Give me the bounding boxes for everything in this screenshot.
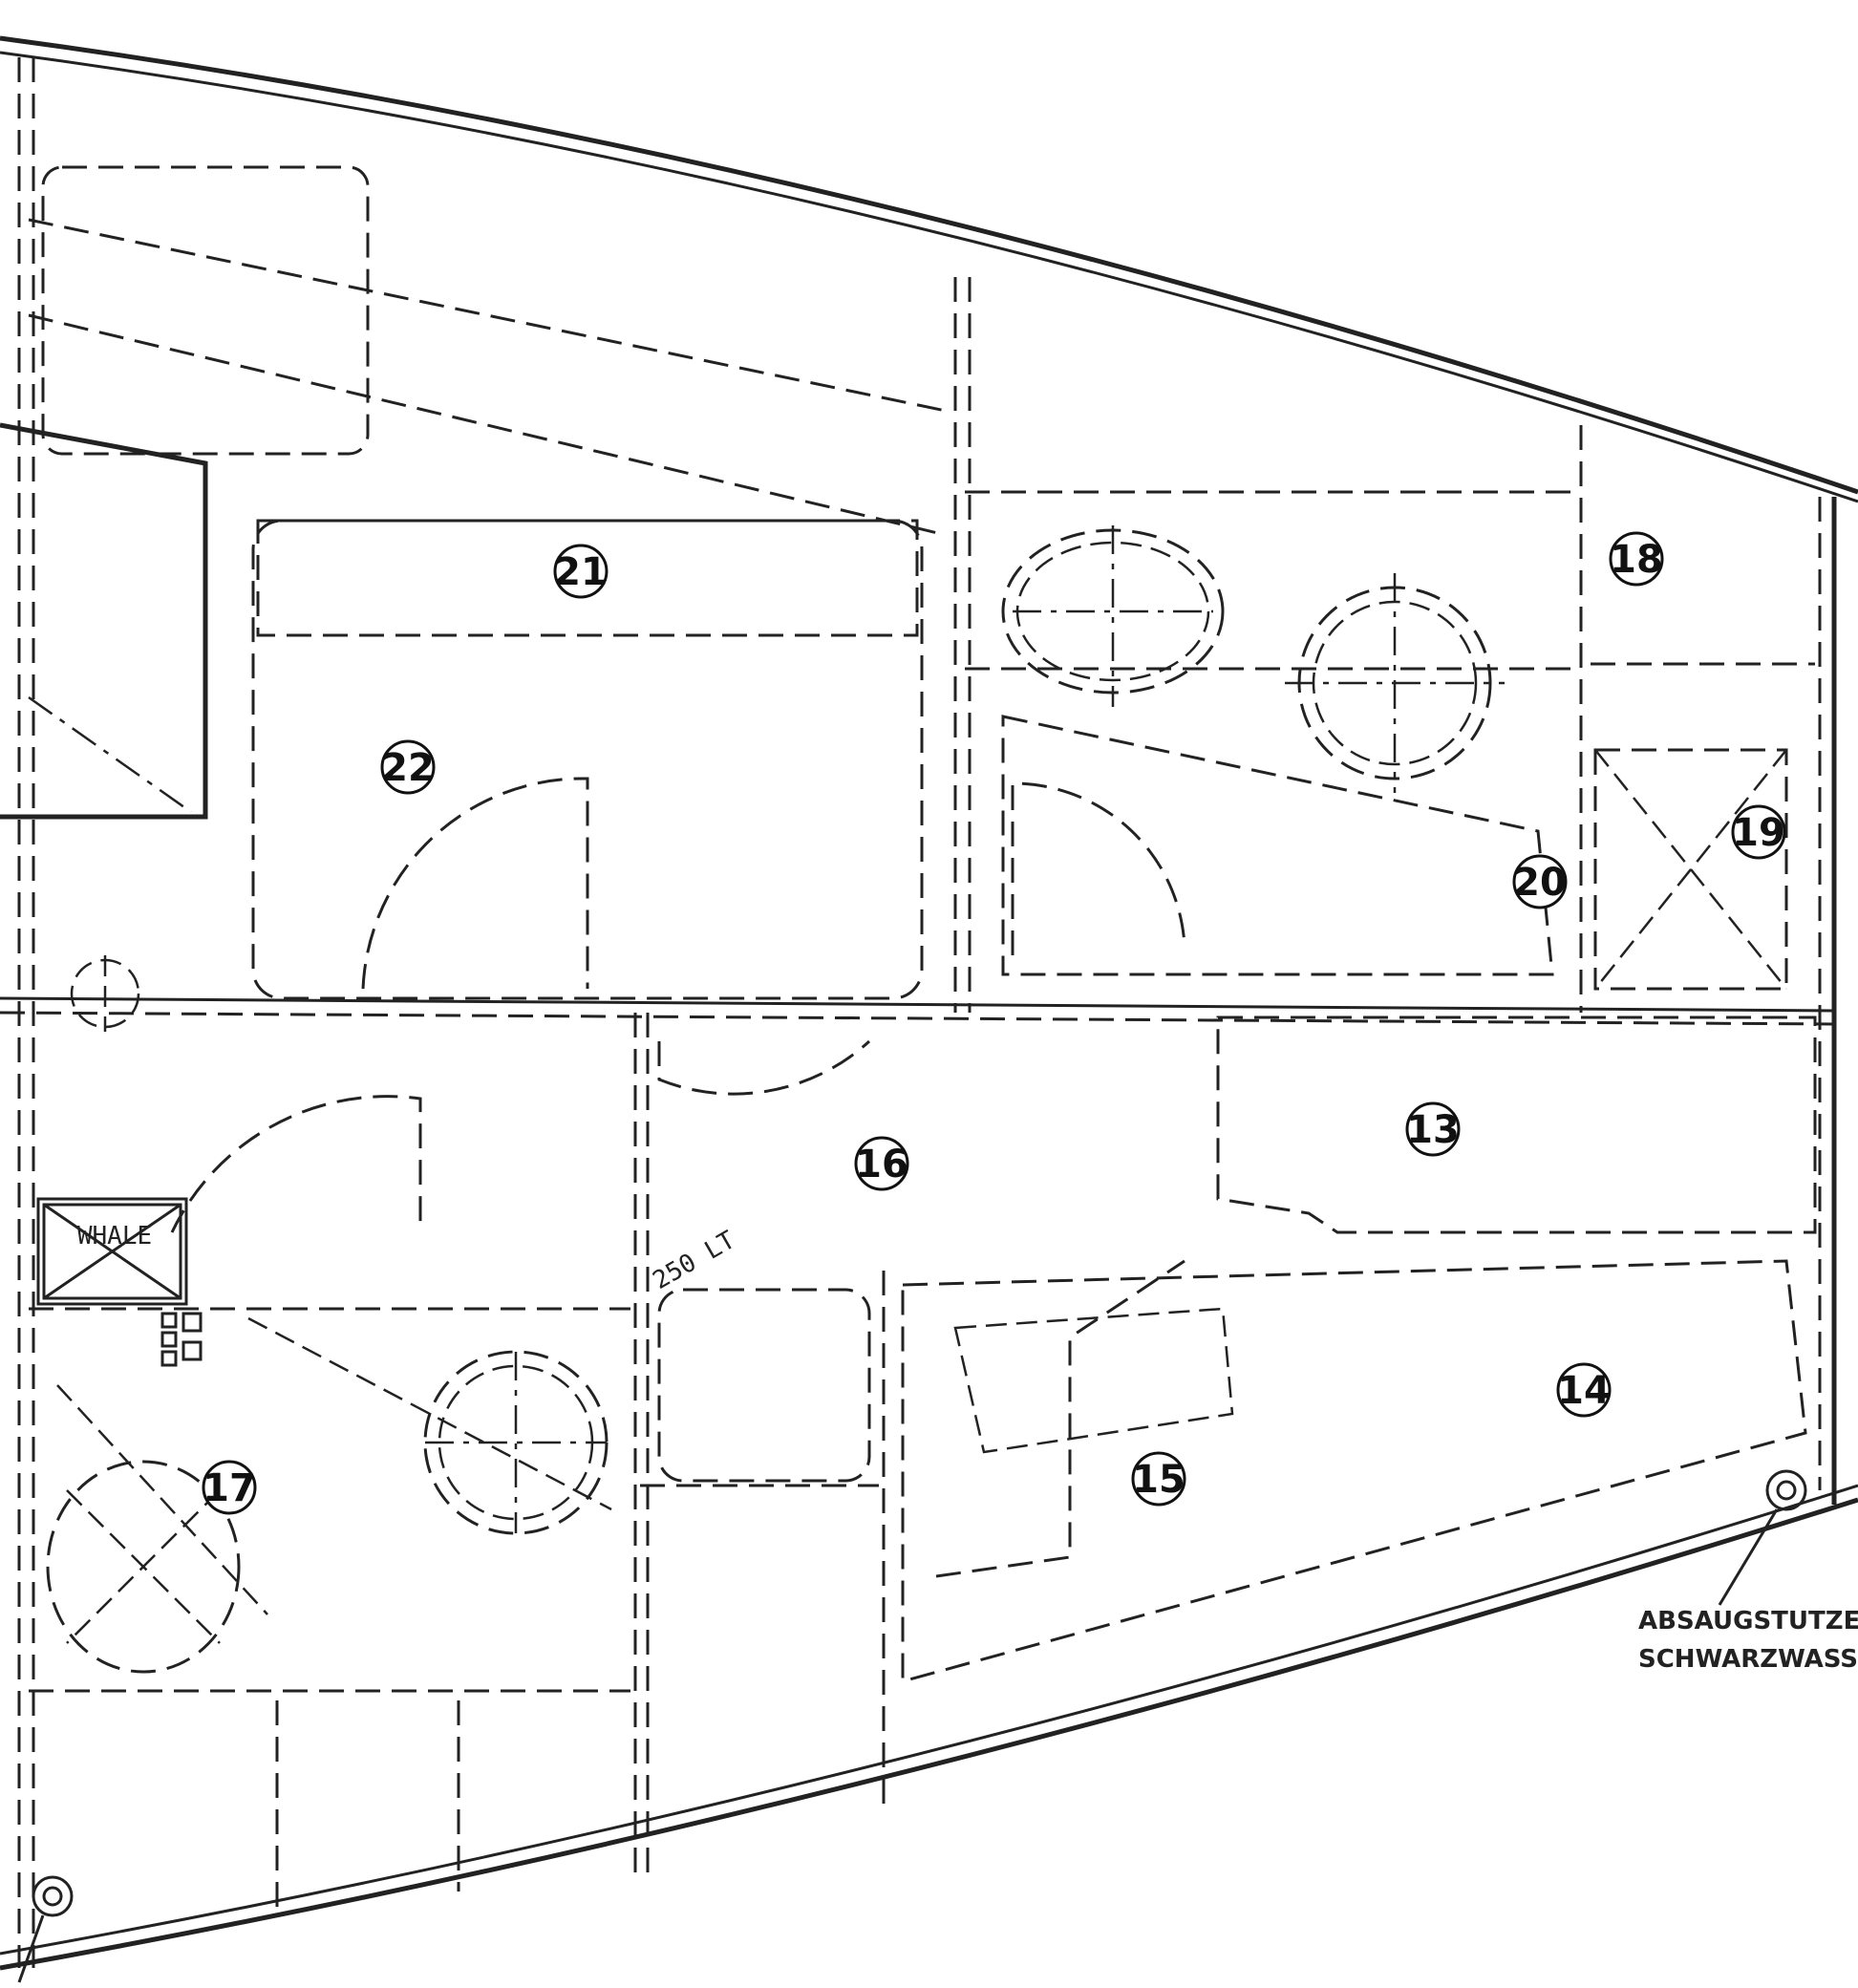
callout-22: 22 — [380, 739, 436, 795]
annotation-line-2: SCHWARZWASSER — [1638, 1645, 1858, 1674]
callout-14: 14 — [1556, 1362, 1612, 1418]
callout-15-label: 15 — [1132, 1458, 1185, 1502]
callout-21-label: 21 — [554, 550, 608, 594]
callout-17-label: 17 — [203, 1466, 256, 1510]
callout-14-label: 14 — [1557, 1369, 1611, 1413]
callout-16-label: 16 — [855, 1143, 908, 1186]
callout-21: 21 — [553, 544, 609, 599]
callout-20: 20 — [1512, 854, 1568, 909]
whale-label: WHALE — [77, 1222, 152, 1251]
callout-13: 13 — [1405, 1101, 1461, 1157]
suction-fittings — [17, 1469, 1807, 1983]
hull-outline — [0, 35, 1858, 1971]
callout-19-label: 19 — [1732, 811, 1785, 855]
callout-16: 16 — [854, 1136, 909, 1191]
callout-22-label: 22 — [381, 746, 435, 790]
blackwater-annotation: ABSAUGSTUTZER SCHWARZWASSER — [1638, 1607, 1858, 1674]
callout-15: 15 — [1131, 1451, 1186, 1507]
annotation-line-1: ABSAUGSTUTZER — [1638, 1607, 1858, 1635]
callout-17: 17 — [202, 1460, 257, 1515]
bulkhead-lines — [0, 57, 1835, 1968]
callout-20-label: 20 — [1513, 861, 1567, 905]
callout-13-label: 13 — [1406, 1108, 1460, 1152]
saloon-area — [46, 1015, 1817, 1683]
callout-18: 18 — [1609, 531, 1664, 587]
callout-18-label: 18 — [1610, 538, 1663, 582]
forward-cabin — [0, 165, 947, 1032]
whale-pump-box: WHALE — [36, 1197, 203, 1367]
callout-19: 19 — [1731, 804, 1786, 860]
head-compartment — [1001, 525, 1788, 991]
tank-annotation: 250 LT — [649, 1226, 741, 1295]
tank-label: 250 LT — [649, 1226, 741, 1295]
